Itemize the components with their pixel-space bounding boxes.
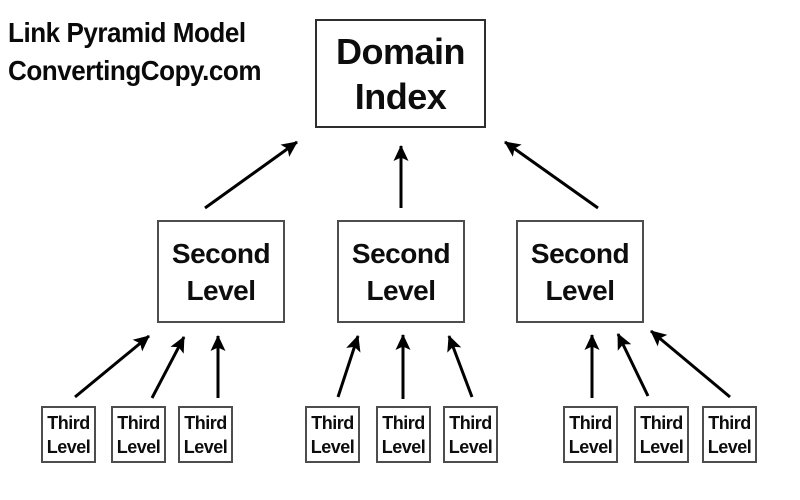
third-level-8-label-line2: Level (639, 436, 684, 457)
third-level-box-2: Third Level (111, 406, 166, 463)
third-level-1-label-line1: Third (47, 412, 90, 433)
arrow-second3-to-domain (504, 140, 599, 210)
arrow-third4-to-second2 (336, 335, 361, 398)
third-level-4-label-line2: Level (310, 436, 355, 457)
arrow-third2-to-second1 (150, 336, 186, 399)
third-level-5-label-line1: Third (382, 412, 425, 433)
second-level-box-1: Second Level (157, 220, 285, 323)
diagram-title: Link Pyramid Model ConvertingCopy.com (8, 14, 261, 90)
third-level-2-label-line2: Level (116, 436, 161, 457)
third-level-box-4: Third Level (305, 406, 360, 463)
arrow-third6-to-second2 (447, 335, 474, 398)
third-level-2-label-line1: Third (117, 412, 160, 433)
third-level-3-label-line2: Level (183, 436, 228, 457)
arrow-third1-to-second1 (74, 334, 150, 399)
third-level-5-label-line2: Level (381, 436, 426, 457)
second-level-3-label-line2: Level (545, 274, 615, 306)
second-level-1-label-line2: Level (186, 274, 256, 306)
domain-index-box: Domain Index (315, 19, 486, 128)
second-level-3-label-line1: Second (530, 237, 630, 269)
second-level-2-label-line1: Second (351, 237, 451, 269)
arrow-third9-to-second3 (650, 329, 731, 399)
second-level-box-3: Second Level (516, 220, 644, 323)
domain-index-label-line1: Domain (335, 30, 466, 72)
third-level-box-1: Third Level (41, 406, 96, 463)
arrow-second1-to-domain (204, 140, 298, 210)
second-level-2-label-line2: Level (366, 274, 436, 306)
third-level-1-label-line2: Level (46, 436, 91, 457)
third-level-6-label-line1: Third (449, 412, 492, 433)
third-level-box-3: Third Level (178, 406, 233, 463)
diagram-title-line1: Link Pyramid Model (8, 17, 246, 48)
third-level-9-label-line2: Level (707, 436, 752, 457)
third-level-9-label-line1: Third (708, 412, 751, 433)
second-level-box-2: Second Level (337, 220, 465, 323)
third-level-box-9: Third Level (702, 406, 757, 463)
diagram-title-line2: ConvertingCopy.com (8, 55, 262, 86)
third-level-box-8: Third Level (634, 406, 689, 463)
arrow-third8-to-second3 (616, 333, 650, 397)
third-level-4-label-line1: Third (311, 412, 354, 433)
third-level-7-label-line2: Level (568, 436, 613, 457)
third-level-6-label-line2: Level (448, 436, 493, 457)
domain-index-label-line2: Index (354, 75, 447, 117)
third-level-3-label-line1: Third (184, 412, 227, 433)
third-level-box-5: Third Level (376, 406, 431, 463)
third-level-7-label-line1: Third (569, 412, 612, 433)
second-level-1-label-line1: Second (171, 237, 271, 269)
third-level-box-6: Third Level (443, 406, 498, 463)
third-level-8-label-line1: Third (640, 412, 683, 433)
third-level-box-7: Third Level (563, 406, 618, 463)
